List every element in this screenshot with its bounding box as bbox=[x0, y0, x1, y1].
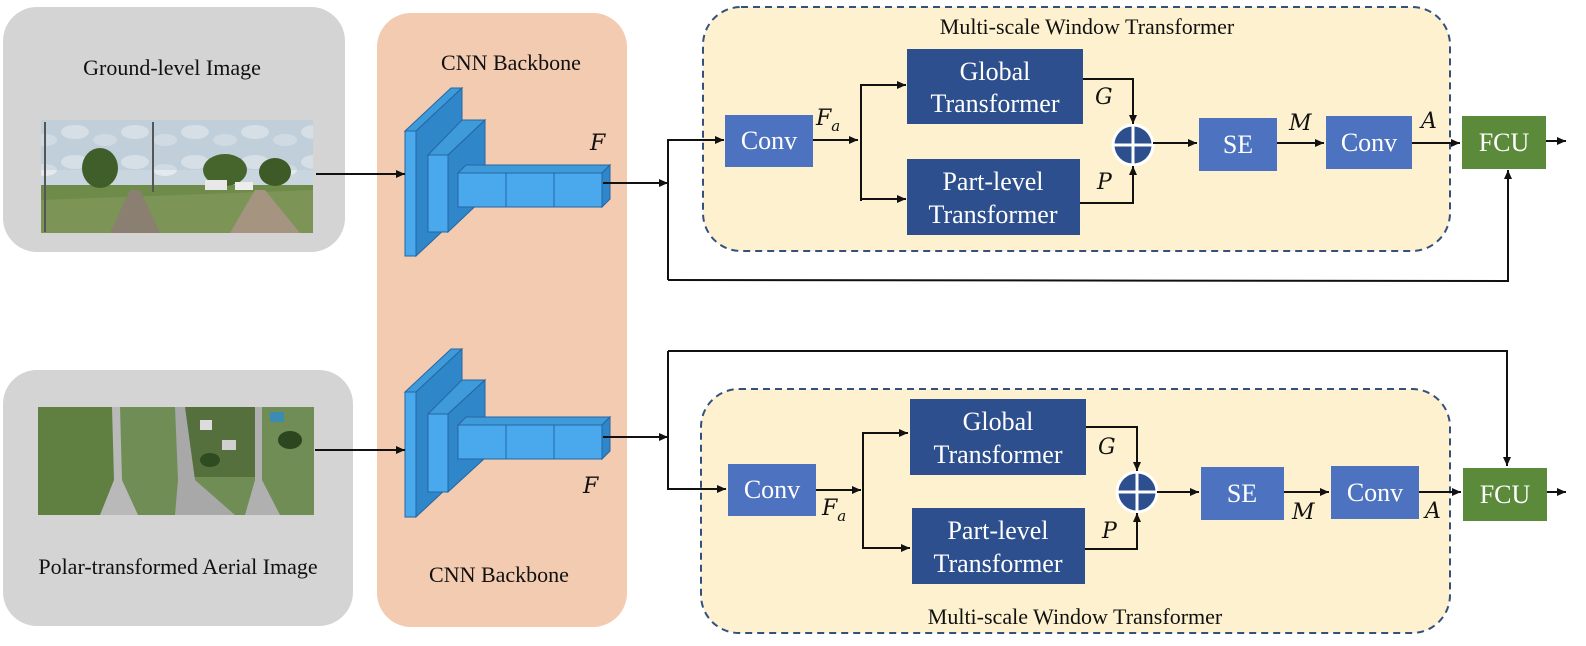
conv-in-label-bottom: Conv bbox=[744, 475, 800, 504]
add-operator-bottom bbox=[1115, 470, 1159, 514]
aerial-image-title: Polar-transformed Aerial Image bbox=[38, 554, 317, 579]
feature-label-top: F bbox=[589, 131, 606, 156]
p-label-bottom: P bbox=[1101, 519, 1118, 544]
cnn-layers-top bbox=[403, 86, 612, 258]
part-label-2-bottom: Transformer bbox=[933, 549, 1062, 578]
conv-out-label-top: Conv bbox=[1341, 128, 1397, 157]
add-operator-top bbox=[1111, 123, 1155, 167]
se-block-bottom: SE bbox=[1201, 467, 1284, 520]
part-transformer-block-top: Part-level Transformer bbox=[907, 159, 1080, 235]
bottom-branch-wires bbox=[603, 350, 1566, 552]
part-label-2-top: Transformer bbox=[928, 200, 1057, 229]
polar-aerial-photo bbox=[38, 407, 314, 515]
fcu-label-bottom: FCU bbox=[1480, 480, 1531, 509]
conv-in-block-top: Conv bbox=[725, 115, 813, 167]
a-label-bottom: A bbox=[1423, 499, 1441, 524]
m-label-bottom: M bbox=[1291, 500, 1315, 525]
conv-out-label-bottom: Conv bbox=[1347, 478, 1403, 507]
fcu-block-top: FCU bbox=[1462, 116, 1546, 169]
global-transformer-block-top: Global Transformer bbox=[907, 49, 1083, 124]
fcu-label-top: FCU bbox=[1479, 128, 1530, 157]
conv-out-block-top: Conv bbox=[1326, 116, 1412, 169]
window-transformer-panel-top bbox=[702, 6, 1451, 252]
global-label-2-top: Transformer bbox=[930, 89, 1059, 118]
m-label-top: M bbox=[1288, 111, 1312, 136]
window-transformer-title-bottom: Multi-scale Window Transformer bbox=[928, 604, 1223, 629]
cnn-layers-bottom bbox=[403, 347, 612, 519]
fa-label-top: Fa bbox=[815, 106, 840, 135]
conv-in-label-top: Conv bbox=[741, 126, 797, 155]
top-branch-wires bbox=[603, 78, 1566, 283]
part-transformer-block-bottom: Part-level Transformer bbox=[912, 508, 1085, 584]
cnn-backbone-title-top: CNN Backbone bbox=[441, 50, 581, 75]
se-label-bottom: SE bbox=[1227, 479, 1257, 508]
global-label-2-bottom: Transformer bbox=[933, 440, 1062, 469]
feature-label-bottom: F bbox=[582, 474, 599, 499]
fa-label-bottom: Fa bbox=[821, 496, 846, 525]
fcu-block-bottom: FCU bbox=[1463, 468, 1547, 521]
g-label-bottom: G bbox=[1098, 435, 1116, 460]
cnn-backbone-title-bottom: CNN Backbone bbox=[429, 562, 569, 587]
part-label-1-top: Part-level bbox=[942, 167, 1043, 196]
ground-level-photo bbox=[41, 120, 313, 233]
se-label-top: SE bbox=[1223, 130, 1253, 159]
ground-image-title: Ground-level Image bbox=[83, 55, 261, 80]
global-transformer-block-bottom: Global Transformer bbox=[910, 399, 1086, 475]
conv-in-block-bottom: Conv bbox=[728, 464, 816, 516]
a-label-top: A bbox=[1419, 109, 1437, 134]
global-label-1-top: Global bbox=[960, 57, 1031, 86]
global-label-1-bottom: Global bbox=[963, 407, 1034, 436]
g-label-top: G bbox=[1095, 85, 1113, 110]
cnn-backbone-panel bbox=[377, 13, 627, 627]
window-transformer-title-top: Multi-scale Window Transformer bbox=[940, 14, 1235, 39]
p-label-top: P bbox=[1096, 170, 1113, 195]
se-block-top: SE bbox=[1199, 118, 1277, 171]
part-label-1-bottom: Part-level bbox=[947, 516, 1048, 545]
conv-out-block-bottom: Conv bbox=[1331, 466, 1419, 519]
